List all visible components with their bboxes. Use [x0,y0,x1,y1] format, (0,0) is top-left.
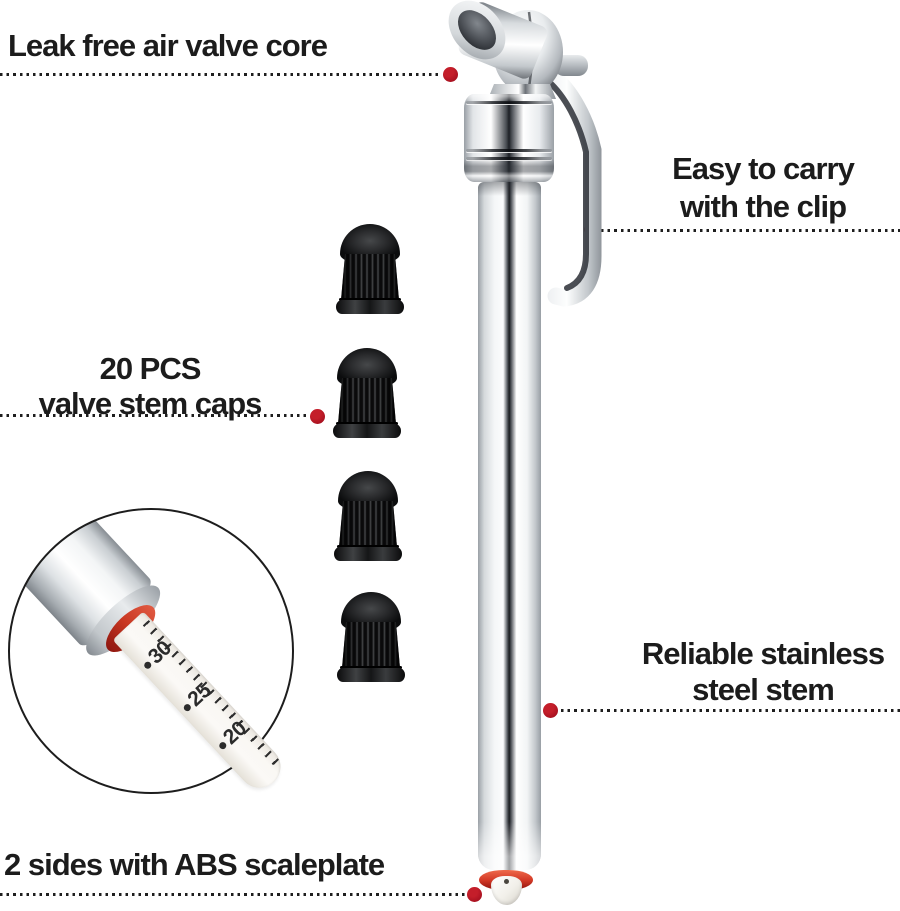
label-stem-line1: Reliable stainless [641,636,885,671]
cap-groove [340,666,402,669]
cap-base [333,424,401,438]
leader-line-clip [601,229,900,232]
label-valve-caps: 20 PCS valve stem caps [0,351,300,421]
label-valve-core: Leak free air valve core [8,28,328,63]
label-clip-line2: with the clip [679,189,847,224]
valve-stem-cap [334,471,402,561]
label-stem: Reliable stainless steel stem [613,636,900,708]
cap-body [342,622,400,668]
scale-dot [217,740,228,751]
leader-line-stem [561,709,900,712]
cap-base [337,668,405,682]
leader-dot-stem [543,703,558,718]
leader-line-scaleplate [0,893,466,896]
leader-dot-valve-caps [310,409,325,424]
cap-groove [339,298,401,301]
cap-groove [337,545,399,548]
cap-base [334,547,402,561]
scale-dot [142,660,153,670]
gauge-head [448,0,588,99]
gauge-tip-scaleplate [491,876,522,905]
collar-groove [466,101,552,104]
gauge-barrel [478,182,541,870]
leader-line-valve-caps [0,414,309,417]
label-scaleplate: 2 sides with ABS scaleplate [4,847,385,882]
leader-line-valve-core [0,73,442,76]
cap-base [336,300,404,314]
valve-stem-cap [337,592,405,682]
leader-dot-scaleplate [467,887,482,902]
label-clip: Easy to carry with the clip [615,150,900,226]
label-valve-caps-line2: valve stem caps [38,386,263,421]
zoom-inset-circle [8,508,294,794]
cap-body [338,378,396,424]
leader-dot-valve-core [443,67,458,82]
label-valve-caps-line1: 20 PCS [99,351,202,386]
valve-stem-cap [336,224,404,314]
cap-body [339,501,397,547]
cap-body [341,254,399,300]
gauge-collar [464,94,554,182]
label-stem-line2: steel stem [692,672,835,707]
scale-dot [181,702,192,713]
collar-groove [466,157,552,160]
label-clip-line1: Easy to carry [672,151,855,186]
zoom-inset: 30 25 20 [8,508,294,797]
valve-stem-cap [333,348,401,438]
pocket-clip [543,67,602,307]
cap-groove [336,422,398,425]
collar-groove [466,149,552,152]
calibration-nub [554,55,588,76]
